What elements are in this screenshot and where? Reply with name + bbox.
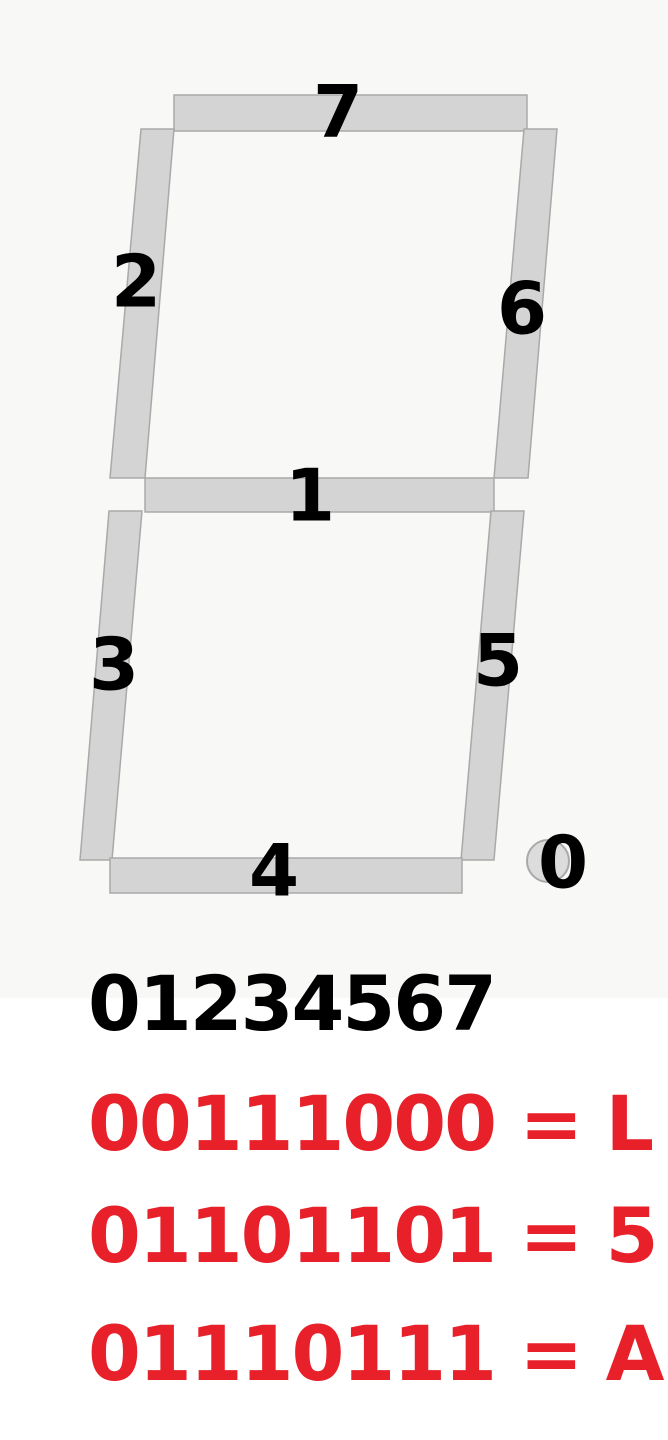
segment-label-4: 4 bbox=[249, 829, 299, 913]
bit-position-header: 01234567 bbox=[88, 959, 497, 1048]
encoding-row-a: 01110111 = A bbox=[88, 1309, 664, 1398]
segment-label-5: 5 bbox=[473, 619, 523, 703]
encoding-row-5: 01101101 = 5 bbox=[88, 1191, 659, 1280]
segment-6 bbox=[493, 128, 558, 479]
segment-0-decimal-point bbox=[526, 839, 570, 883]
segment-4 bbox=[109, 857, 463, 894]
segment-label-2: 2 bbox=[111, 240, 161, 324]
segment-label-1: 1 bbox=[285, 454, 335, 538]
segment-label-3: 3 bbox=[89, 623, 139, 707]
encoding-row-l: 00111000 = L bbox=[88, 1079, 654, 1168]
segment-label-0: 0 bbox=[538, 821, 588, 905]
segment-label-6: 6 bbox=[497, 267, 547, 351]
segment-5 bbox=[460, 510, 525, 861]
seven-segment-display: 7 2 6 1 3 5 4 0 bbox=[79, 70, 588, 913]
segment-label-7: 7 bbox=[313, 70, 363, 154]
seven-segment-diagram: 7 2 6 1 3 5 4 0 bbox=[79, 69, 589, 913]
